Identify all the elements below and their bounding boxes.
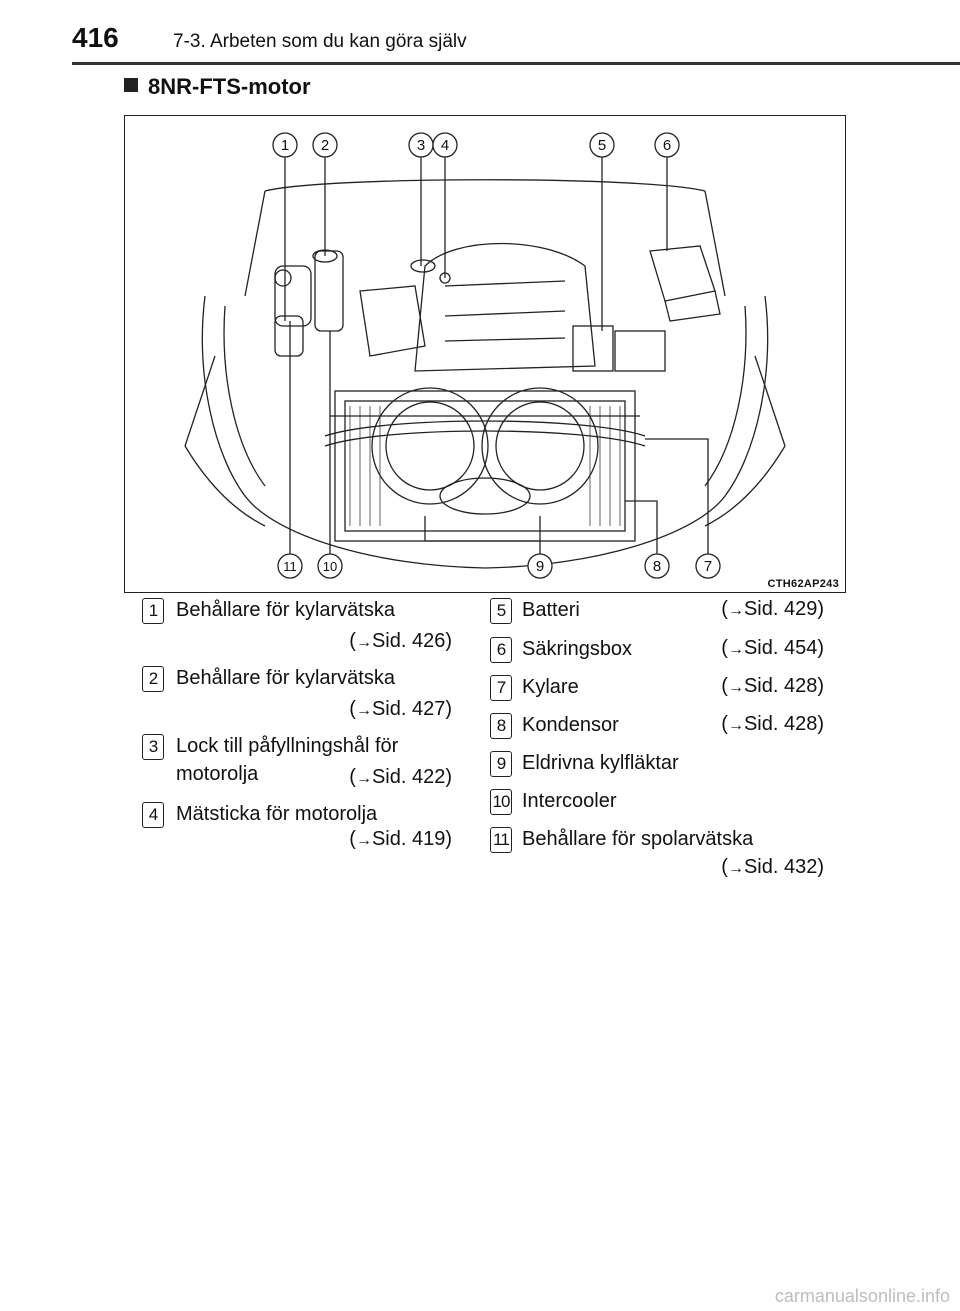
legend-num-7: 7 [490,675,512,701]
watermark: carmanualsonline.info [774,1286,950,1306]
legend-ref-4: (→Sid. 419) [349,828,452,850]
callout-8 [644,553,670,579]
legend-text-4: Mätsticka för motorolja [176,803,378,825]
arrow-icon: → [727,860,744,877]
section-bullet-icon [124,78,138,92]
callout-10 [317,553,343,579]
callout-label-5: 5 [598,137,606,154]
arrow-icon: → [727,641,744,658]
page-number: 416 [72,22,119,53]
legend-text-9: Eldrivna kylfläktar [522,752,679,774]
callout-6 [654,132,680,158]
arrow-icon: → [355,832,372,849]
arrow-icon: → [355,702,372,719]
legend-text-2: Behållare för kylarvätska [176,667,395,689]
callout-label-2: 2 [321,137,329,154]
legend-text-10: Intercooler [522,790,617,812]
callout-label-8: 8 [653,558,661,575]
figure-code: CTH62AP243 [767,578,839,590]
legend-ref-1: (→Sid. 426) [349,630,452,652]
legend-num-1: 1 [142,598,164,624]
legend-ref-2: (→Sid. 427) [349,698,452,720]
legend-text-5: Batteri [522,599,580,621]
legend-text-1: Behållare för kylarvätska [176,599,395,621]
engine-figure: 1 2 3 4 5 6 11 10 9 8 7 CTH62AP243 [124,115,846,593]
callout-label-11: 11 [283,559,297,574]
legend-num-5: 5 [490,598,512,624]
callout-2 [312,132,338,158]
header-rule [72,62,960,65]
legend-ref-11: (→Sid. 432) [721,856,824,878]
callout-4 [432,132,458,158]
callout-7 [695,553,721,579]
callout-label-1: 1 [281,137,289,154]
legend-text-6: Säkringsbox [522,638,633,660]
callout-1 [272,132,298,158]
legend-num-3: 3 [142,734,164,760]
legend-text-11: Behållare för spolarvätska [522,828,754,850]
legend-text-7: Kylare [522,676,579,698]
callout-label-10: 10 [323,559,337,574]
legend-num-10: 10 [490,789,512,815]
section-title-text: 8NR-FTS-motor [148,74,311,99]
legend-text-3b: motorolja [176,763,259,785]
legend-num-6: 6 [490,637,512,663]
callout-5 [589,132,615,158]
callout-label-3: 3 [417,137,425,154]
legend-num-9: 9 [490,751,512,777]
arrow-icon: → [355,770,372,787]
callout-label-4: 4 [441,137,449,154]
section-title: 8NR-FTS-motor [124,74,311,100]
legend-ref-5: (→Sid. 429) [721,598,824,620]
legend-num-2: 2 [142,666,164,692]
callout-9 [527,553,553,579]
callout-11 [277,553,303,579]
callout-label-9: 9 [536,558,544,575]
legend-ref-8: (→Sid. 428) [721,713,824,735]
legend-ref-7: (→Sid. 428) [721,675,824,697]
engine-bay-illustration: 1 2 3 4 5 6 11 10 9 8 7 [184,132,786,579]
callout-label-6: 6 [663,137,671,154]
legend-num-11: 11 [490,827,512,853]
callout-label-7: 7 [704,558,712,575]
arrow-icon: → [355,634,372,651]
legend-text-3: Lock till påfyllningshål för [176,735,399,757]
legend-text-8: Kondensor [522,714,619,736]
legend-num-8: 8 [490,713,512,739]
legend-ref-3: (→Sid. 422) [349,766,452,788]
legend-num-4: 4 [142,802,164,828]
chapter-title: 7-3. Arbeten som du kan göra själv [173,31,467,52]
arrow-icon: → [727,717,744,734]
legend-ref-6: (→Sid. 454) [721,637,824,659]
arrow-icon: → [727,679,744,696]
arrow-icon: → [727,602,744,619]
